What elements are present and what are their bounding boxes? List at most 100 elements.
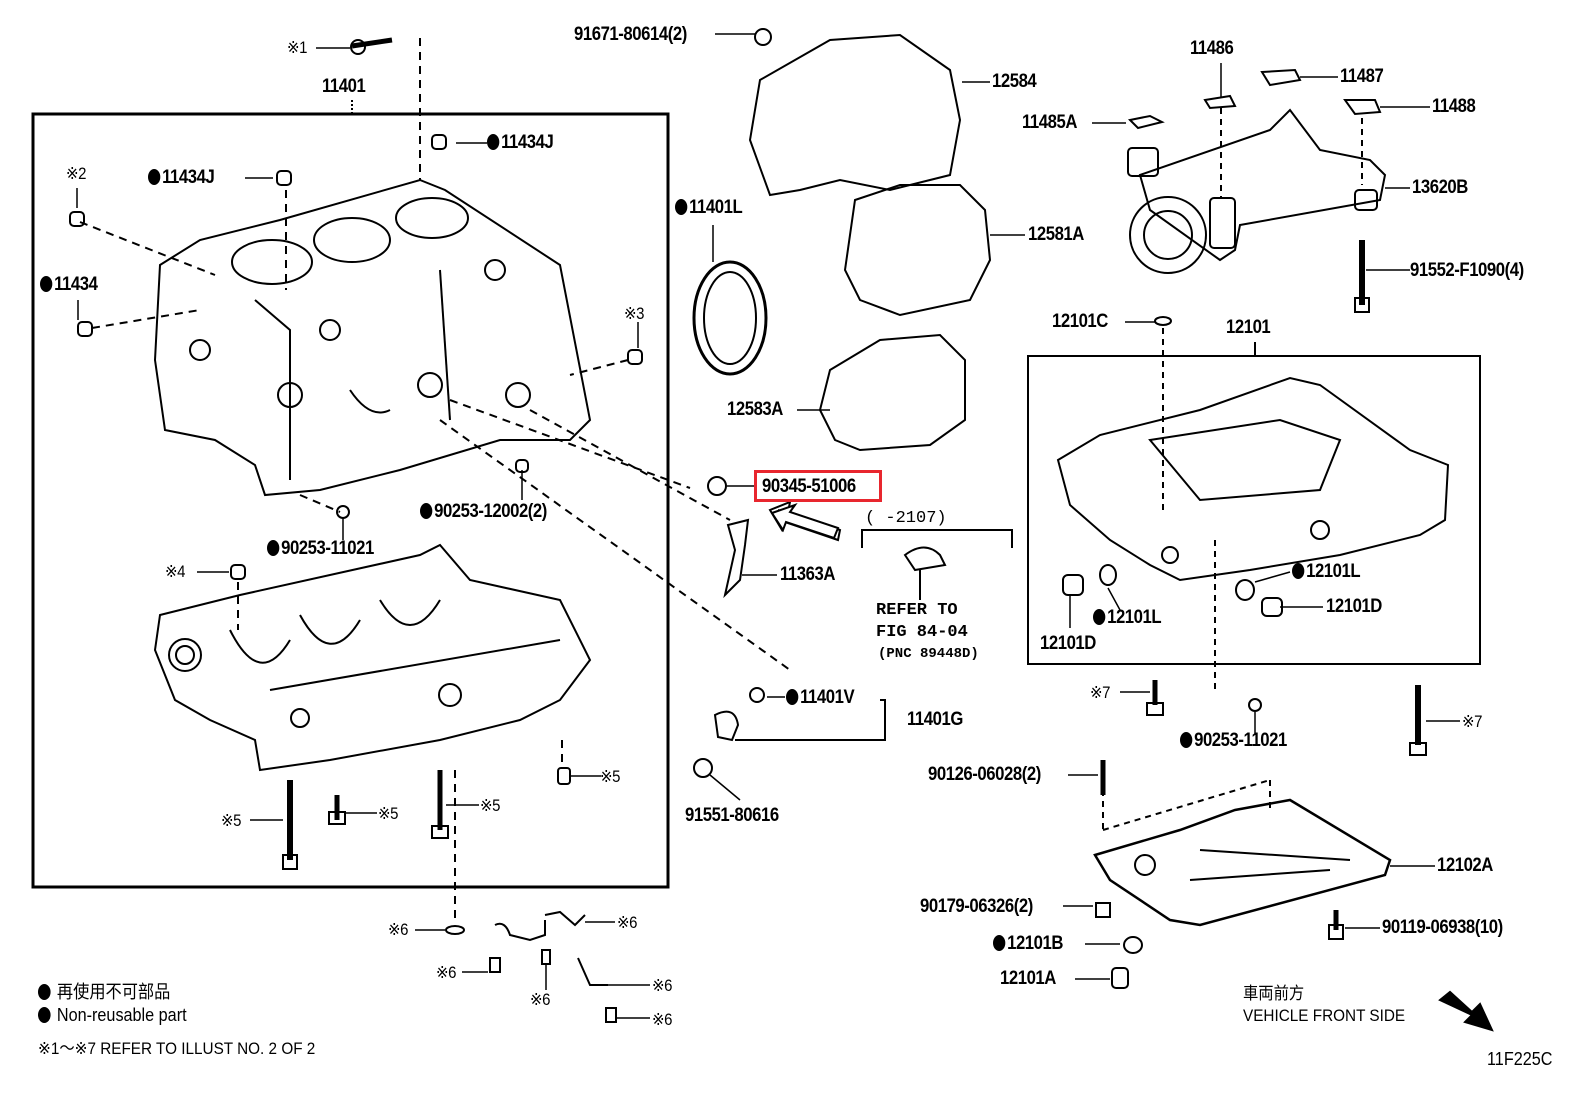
part-number: 90253-12002(2): [434, 501, 547, 522]
part-11401V[interactable]: 11401V: [786, 687, 855, 708]
leader-dashes-left: [79, 38, 791, 920]
part-number: 11434: [54, 274, 98, 295]
oil-pump-illustration: [1127, 68, 1387, 326]
note-mark-7-b[interactable]: ※7: [1462, 712, 1482, 731]
non-reusable-dot-icon: [38, 984, 51, 1000]
non-reusable-dot-icon: [993, 935, 1006, 951]
range-note: ( -2107): [865, 509, 947, 528]
non-reusable-dot-icon: [1180, 732, 1193, 748]
part-number: 12101L: [1107, 607, 1162, 628]
part-90253-12002[interactable]: 90253-12002(2): [420, 502, 547, 521]
part-12101L-right[interactable]: 12101L: [1292, 561, 1361, 582]
vehicle-front-japanese: 車両前方: [1243, 984, 1305, 1003]
cylinder-block-group-box: [31, 112, 670, 889]
part-number: 11401L: [689, 197, 743, 218]
part-11488[interactable]: 11488: [1432, 96, 1476, 117]
part-91552-F1090[interactable]: 91552-F1090(4): [1410, 260, 1524, 281]
note-mark-4[interactable]: ※4: [165, 562, 185, 581]
part-90126-06028[interactable]: 90126-06028(2): [928, 764, 1041, 785]
non-reusable-dot-icon: [38, 1007, 51, 1023]
note-mark-6-f[interactable]: ※6: [652, 1010, 672, 1029]
part-90119-06938[interactable]: 90119-06938(10): [1382, 917, 1503, 938]
note-mark-5-a[interactable]: ※5: [600, 767, 620, 786]
part-11434J-left[interactable]: 11434J: [148, 167, 215, 188]
legend-english: Non-reusable part: [38, 1006, 187, 1024]
part-number: 11401V: [800, 687, 855, 708]
part-12101[interactable]: 12101: [1226, 317, 1271, 338]
part-91671-80614[interactable]: 91671-80614(2): [574, 24, 687, 45]
non-reusable-dot-icon: [148, 169, 161, 185]
leader-lines: [76, 33, 1460, 1019]
wire-brackets: [445, 910, 617, 1023]
note-mark-1[interactable]: ※1: [287, 38, 307, 57]
note-mark-6-d[interactable]: ※6: [652, 976, 672, 995]
part-90179-06326[interactable]: 90179-06326(2): [920, 896, 1033, 917]
lower-oil-pan-illustration: [1093, 760, 1392, 989]
note-mark-2[interactable]: ※2: [66, 164, 86, 183]
part-12101D-left[interactable]: 12101D: [1040, 633, 1096, 654]
part-90253-11021-left[interactable]: 90253-11021: [267, 539, 374, 558]
part-11401G[interactable]: 11401G: [907, 709, 963, 730]
part-11401L[interactable]: 11401L: [675, 197, 743, 218]
part-11485A[interactable]: 11485A: [1022, 112, 1078, 133]
note-mark-5-c[interactable]: ※5: [378, 804, 398, 823]
part-12584[interactable]: 12584: [992, 71, 1037, 92]
part-91551-80616[interactable]: 91551-80616: [685, 805, 779, 826]
vehicle-front-english: VEHICLE FRONT SIDE: [1243, 1006, 1406, 1025]
part-12101L-left[interactable]: 12101L: [1093, 607, 1162, 628]
refer-to-line1[interactable]: REFER TO: [876, 601, 958, 620]
part-11486[interactable]: 11486: [1190, 38, 1234, 59]
refer-illustration-note: ※1～※7 REFER TO ILLUST NO. 2 OF 2: [38, 1039, 316, 1058]
part-11363A[interactable]: 11363A: [780, 564, 836, 585]
dowel-pins: [69, 134, 643, 785]
part-12101C[interactable]: 12101C: [1052, 311, 1108, 332]
refer-to-line2[interactable]: FIG 84-04: [876, 623, 968, 642]
part-number: 90253-11021: [1194, 730, 1287, 751]
part-12101B[interactable]: 12101B: [993, 934, 1063, 953]
non-reusable-dot-icon: [40, 276, 53, 292]
part-12101D-right[interactable]: 12101D: [1326, 596, 1382, 617]
part-90345-51006[interactable]: 90345-51006: [762, 476, 856, 497]
part-12581A[interactable]: 12581A: [1028, 224, 1084, 245]
non-reusable-dot-icon: [1093, 609, 1106, 625]
sensor-bracket: [735, 699, 886, 741]
part-number: 11434J: [501, 132, 554, 153]
part-90253-11021-right[interactable]: 90253-11021: [1180, 731, 1287, 750]
part-number: 12101L: [1306, 561, 1361, 582]
range-bracket: [861, 529, 1013, 600]
bolts-left: [282, 37, 449, 870]
part-11487[interactable]: 11487: [1340, 66, 1384, 87]
note-mark-6-b[interactable]: ※6: [617, 913, 637, 932]
part-12583A[interactable]: 12583A: [727, 399, 783, 420]
leader-dashes-right: [1102, 108, 1363, 831]
part-12101A[interactable]: 12101A: [1000, 968, 1056, 989]
figure-code: 11F225C: [1487, 1049, 1553, 1069]
note-mark-6-e[interactable]: ※6: [530, 990, 550, 1009]
legend-japanese: 再使用不可部品: [38, 983, 170, 1001]
part-11434J-top[interactable]: 11434J: [487, 132, 554, 153]
note-mark-5-b[interactable]: ※5: [480, 796, 500, 815]
note-mark-7-a[interactable]: ※7: [1090, 683, 1110, 702]
non-reusable-dot-icon: [675, 199, 688, 215]
note-mark-6-a[interactable]: ※6: [388, 920, 408, 939]
note-mark-5-d[interactable]: ※5: [221, 811, 241, 830]
vehicle-front-arrow-icon: [1438, 990, 1494, 1032]
non-reusable-dot-icon: [420, 503, 433, 519]
note-mark-6-c[interactable]: ※6: [436, 963, 456, 982]
note-mark-3[interactable]: ※3: [624, 304, 644, 323]
legend-text: Non-reusable part: [56, 1005, 187, 1025]
part-number: 12101B: [1007, 933, 1064, 954]
non-reusable-dot-icon: [487, 134, 500, 150]
non-reusable-dot-icon: [267, 540, 280, 556]
non-reusable-dot-icon: [786, 689, 799, 705]
non-reusable-dot-icon: [1292, 563, 1305, 579]
part-13620B[interactable]: 13620B: [1412, 177, 1468, 198]
part-number: 11434J: [162, 167, 215, 188]
refer-to-line3[interactable]: (PNC 89448D): [878, 646, 979, 662]
crankcase-illustration: [153, 543, 592, 772]
part-11434[interactable]: 11434: [40, 274, 98, 295]
highlight-box: [754, 470, 882, 502]
part-11401[interactable]: 11401: [322, 76, 366, 97]
part-12102A[interactable]: 12102A: [1437, 855, 1493, 876]
